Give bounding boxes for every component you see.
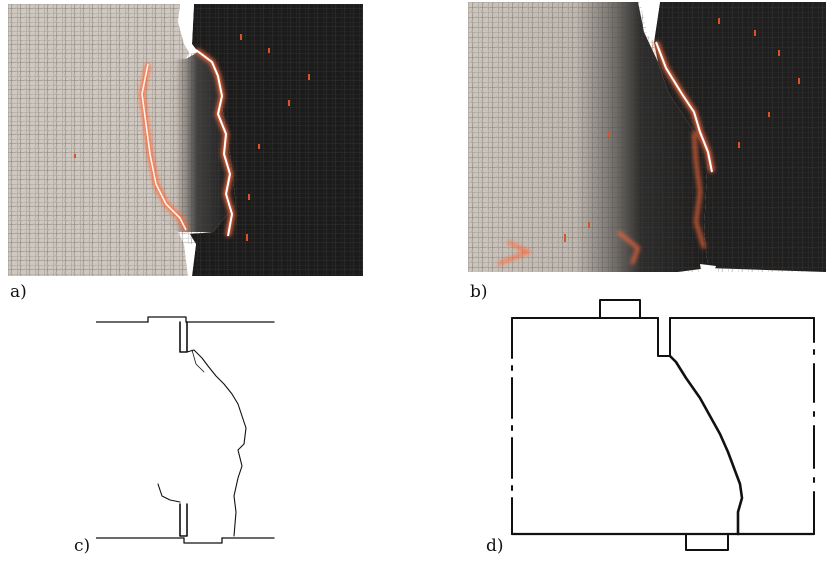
bottom-plate-c	[183, 537, 223, 544]
top-notch-d	[657, 317, 671, 357]
notch-bottom-b	[700, 264, 716, 276]
crack-line-c	[186, 349, 247, 537]
panel-label-b: b)	[470, 282, 488, 302]
crack-right-path	[195, 49, 234, 237]
notch-top-b	[640, 2, 660, 42]
damage-speckles	[74, 34, 310, 241]
crack-line-d	[668, 354, 744, 536]
notch-bottom	[184, 244, 196, 276]
panel-a-simulation	[8, 4, 363, 276]
panel-a-svg	[8, 4, 363, 276]
panel-b-svg	[468, 2, 826, 276]
panel-label-d: d)	[486, 536, 504, 556]
panel-label-a: a)	[10, 282, 27, 302]
damage-speckles-b	[564, 18, 800, 242]
panel-c-drawing	[96, 300, 276, 550]
crack-left-path	[141, 63, 187, 231]
panel-d-drawing	[510, 298, 822, 556]
panel-c-svg	[96, 316, 275, 544]
top-plate-c	[147, 316, 187, 323]
panel-d-svg	[510, 299, 816, 551]
bottom-notch-c	[179, 503, 188, 537]
panel-b-simulation	[468, 2, 826, 276]
top-notch-c	[179, 321, 188, 353]
top-plate-d	[599, 299, 641, 319]
panel-label-c: c)	[74, 536, 91, 556]
crack-main-b	[655, 41, 713, 173]
bottom-plate-d	[685, 533, 729, 551]
notch-top	[178, 4, 198, 54]
